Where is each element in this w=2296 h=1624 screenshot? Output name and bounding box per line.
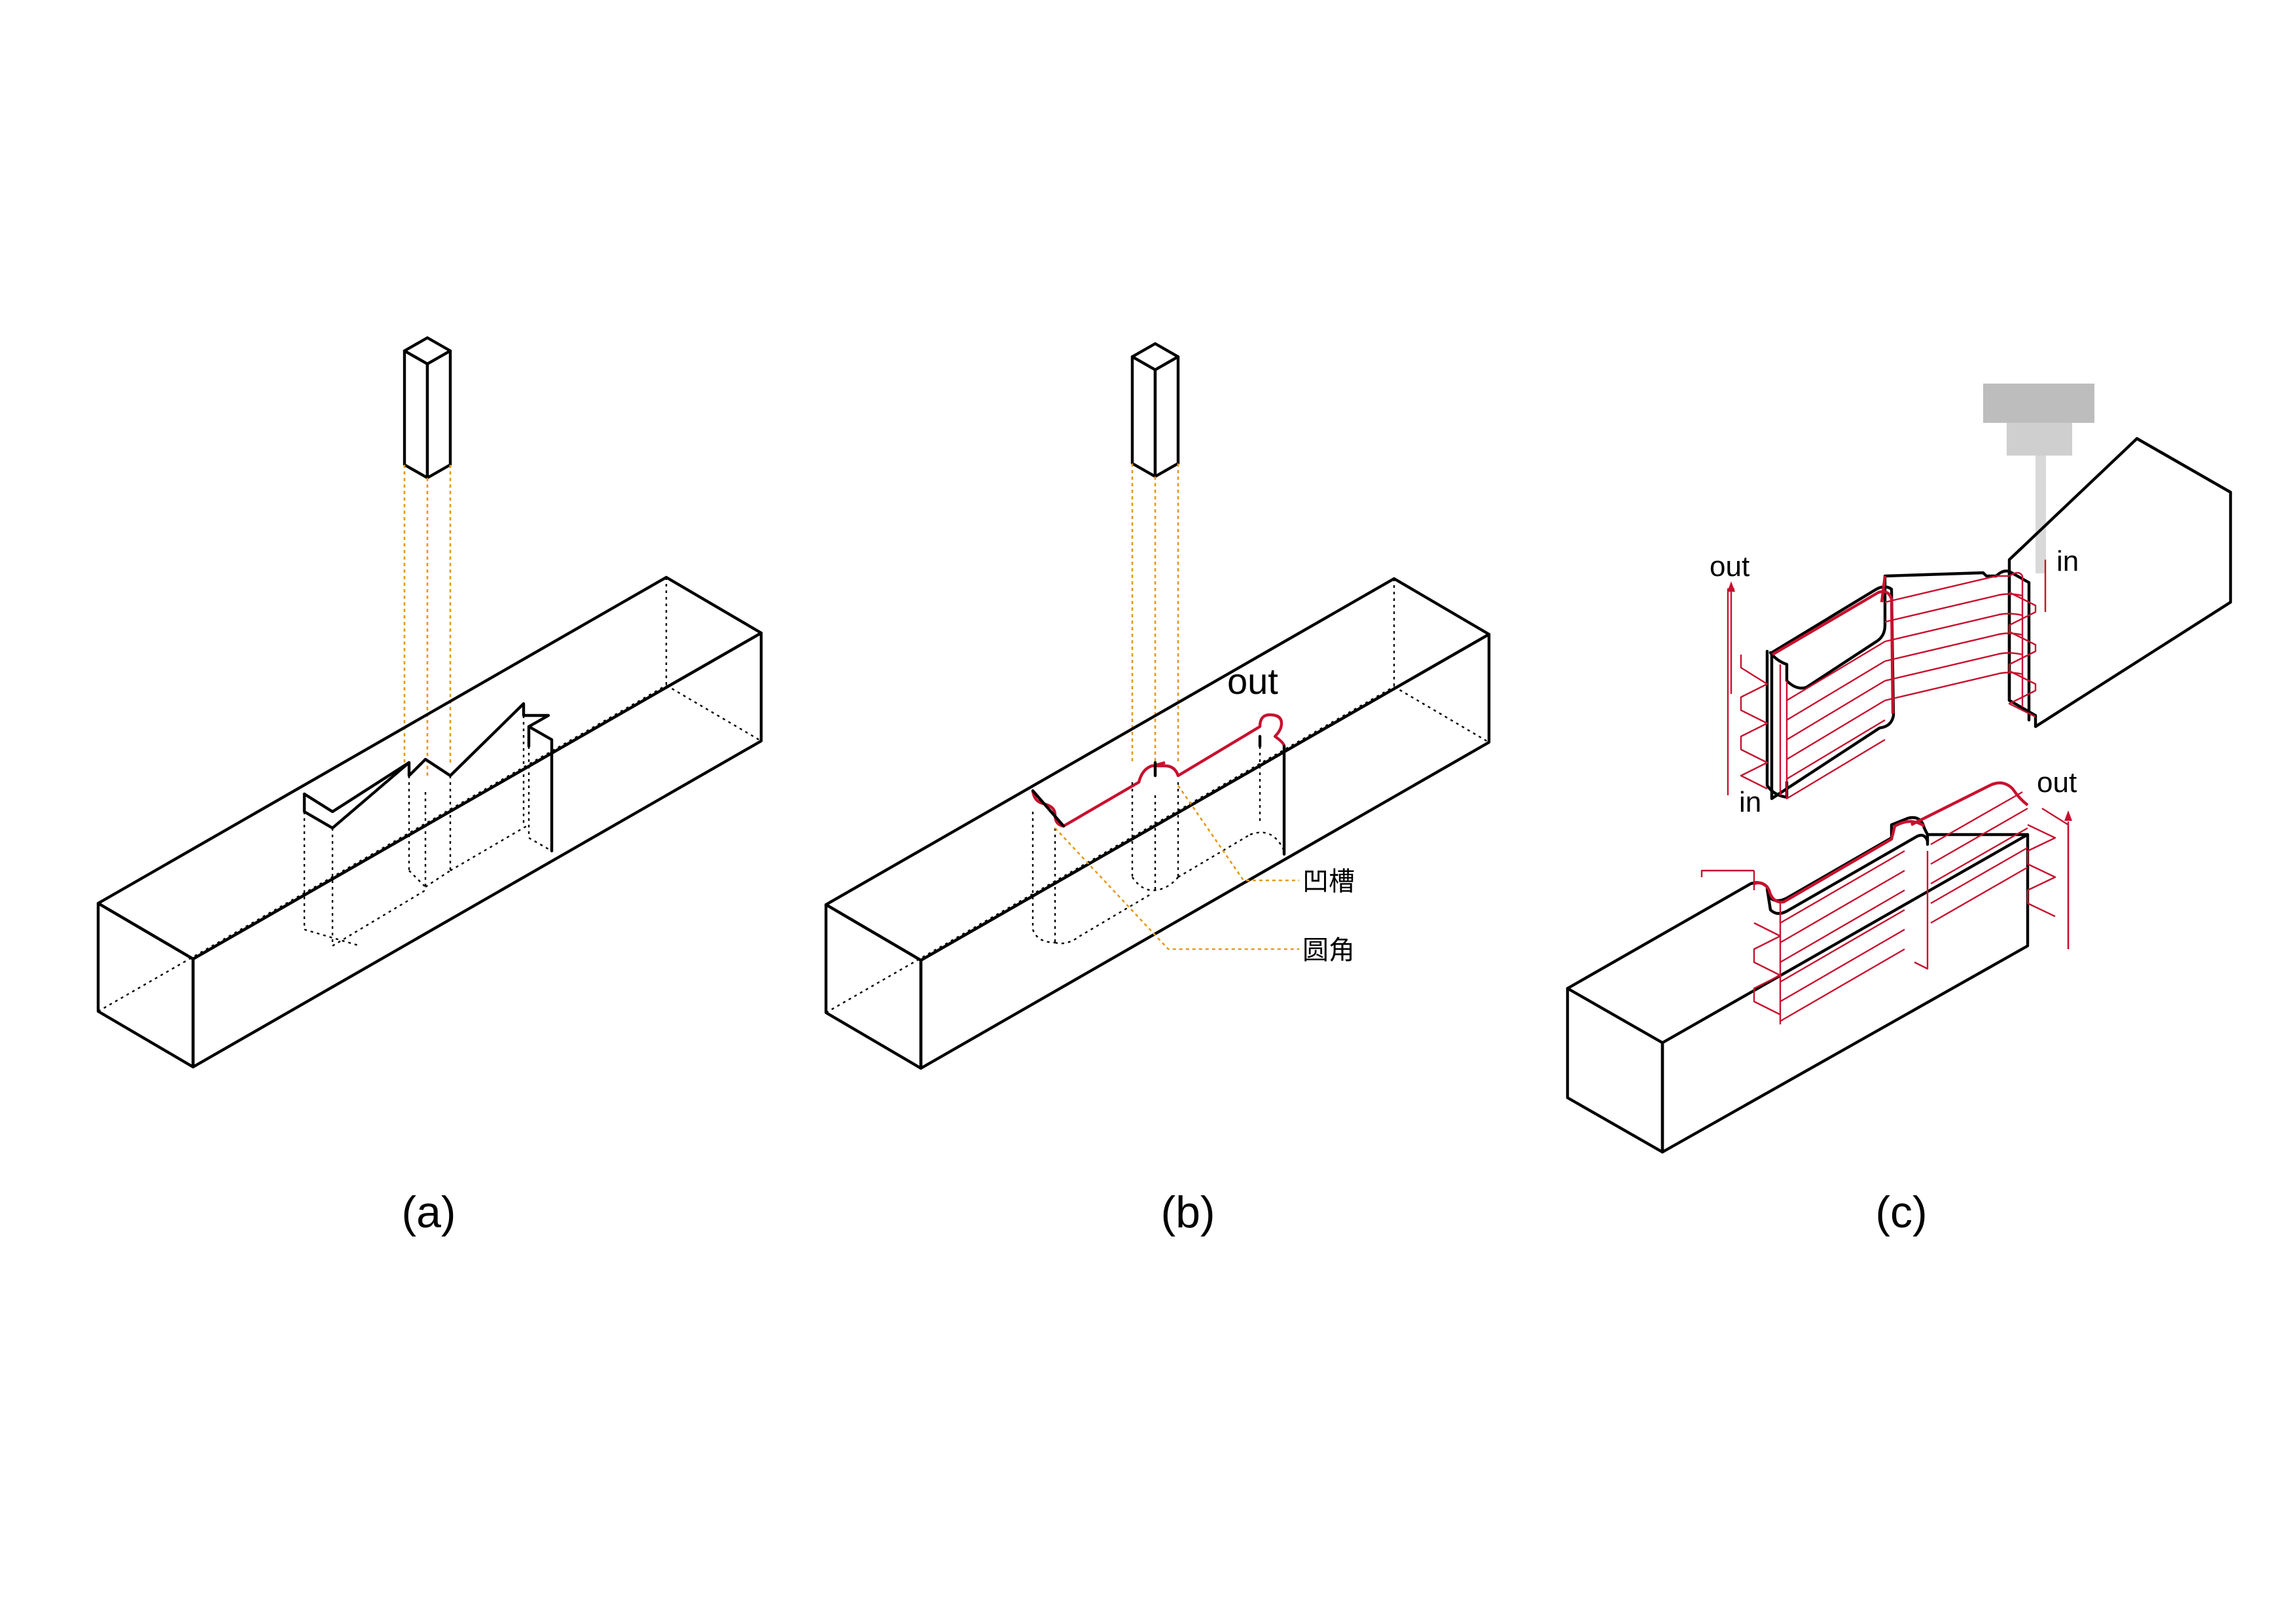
timber-beam-a (96, 575, 763, 1069)
chisel-tool-a (403, 336, 452, 480)
groove-outline-b (1031, 734, 1286, 856)
label-bottom-out: out (2037, 767, 2077, 799)
label-out-b: out (1227, 660, 1278, 702)
groove-hidden-b (1031, 746, 1285, 945)
leader-lines-b (1054, 785, 1299, 950)
panel-a: (a) (96, 336, 763, 1237)
router-spindle (1983, 384, 2094, 573)
caption-a: (a) (401, 1187, 456, 1237)
label-groove-b: 凹槽 (1302, 867, 1355, 897)
groove-hidden-a (303, 715, 552, 947)
projection-lines-a (403, 465, 452, 776)
panel-c: out in (1566, 384, 2233, 1237)
panel-b: out 凹槽 圆角 (b) (824, 342, 1491, 1237)
lower-out-arrow (2064, 810, 2072, 949)
fillet-toolpath-b (1031, 713, 1286, 828)
lower-toolpath (1700, 781, 2070, 1024)
timber-beam-b (824, 577, 1491, 1070)
caption-b: (b) (1160, 1187, 1215, 1237)
upper-timber-piece (1765, 437, 2233, 801)
label-top-in: in (2056, 545, 2079, 577)
upper-toolpath (1727, 560, 2047, 800)
caption-c: (c) (1875, 1187, 1927, 1237)
projection-lines-b (1131, 463, 1179, 776)
upper-out-arrow (1727, 581, 1735, 694)
label-top-out: out (1710, 550, 1749, 583)
groove-outline-a (302, 702, 554, 853)
chisel-tool-b (1130, 342, 1180, 478)
label-fillet-b: 圆角 (1302, 935, 1355, 965)
label-bottom-in: in (1739, 786, 1761, 818)
